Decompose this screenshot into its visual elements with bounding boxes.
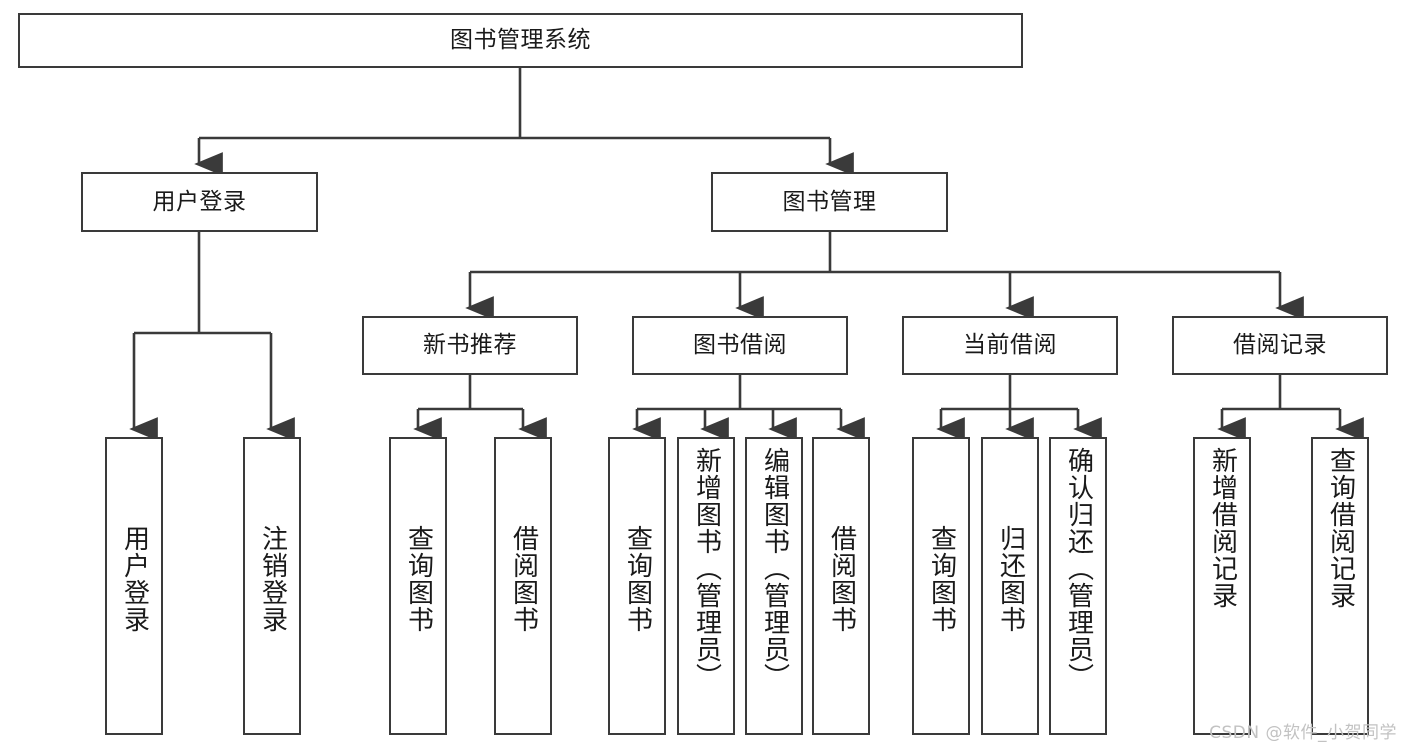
node-label: 用户登录 xyxy=(119,525,150,633)
node-leaf-user-login[interactable]: 用户登录 xyxy=(105,437,163,735)
node-book-borrow[interactable]: 图书借阅 xyxy=(632,316,848,375)
node-leaf-edit-book-admin[interactable]: 编辑图书（管理员） xyxy=(745,437,803,735)
node-label: 图书管理 xyxy=(782,188,877,215)
node-label: 新增借阅记录 xyxy=(1207,447,1238,609)
node-leaf-query-borrow-record[interactable]: 查询借阅记录 xyxy=(1311,437,1369,735)
node-borrow-record[interactable]: 借阅记录 xyxy=(1172,316,1388,375)
node-label: 当前借阅 xyxy=(963,332,1057,359)
node-label: 新书推荐 xyxy=(423,332,517,359)
node-label: 查询借阅记录 xyxy=(1325,447,1356,609)
node-current-borrow[interactable]: 当前借阅 xyxy=(902,316,1118,375)
node-leaf-borrow-book[interactable]: 借阅图书 xyxy=(812,437,870,735)
node-leaf-add-borrow-record[interactable]: 新增借阅记录 xyxy=(1193,437,1251,735)
node-label: 借阅图书 xyxy=(826,525,857,633)
node-leaf-query-book-current[interactable]: 查询图书 xyxy=(912,437,970,735)
node-label: 查询图书 xyxy=(622,525,653,633)
node-root-book-management-system[interactable]: 图书管理系统 xyxy=(18,13,1023,68)
node-new-book-recommend[interactable]: 新书推荐 xyxy=(362,316,578,375)
node-leaf-add-book-admin[interactable]: 新增图书（管理员） xyxy=(677,437,735,735)
node-label: 归还图书 xyxy=(995,525,1026,633)
node-leaf-logout[interactable]: 注销登录 xyxy=(243,437,301,735)
node-label: 注销登录 xyxy=(257,525,288,633)
node-label: 借阅图书 xyxy=(508,525,539,633)
node-leaf-query-book-borrow[interactable]: 查询图书 xyxy=(608,437,666,735)
node-leaf-confirm-return-admin[interactable]: 确认归还（管理员） xyxy=(1049,437,1107,735)
node-label: 查询图书 xyxy=(926,525,957,633)
node-label: 编辑图书（管理员） xyxy=(759,447,790,690)
node-label: 借阅记录 xyxy=(1233,332,1327,359)
node-label: 确认归还（管理员） xyxy=(1063,447,1094,690)
node-book-management[interactable]: 图书管理 xyxy=(711,172,948,232)
node-label: 图书管理系统 xyxy=(450,27,591,54)
node-leaf-return-book[interactable]: 归还图书 xyxy=(981,437,1039,735)
node-label: 新增图书（管理员） xyxy=(691,447,722,690)
node-label: 图书借阅 xyxy=(693,332,787,359)
node-label: 查询图书 xyxy=(403,525,434,633)
node-leaf-query-book-newbook[interactable]: 查询图书 xyxy=(389,437,447,735)
node-label: 用户登录 xyxy=(152,188,247,215)
node-leaf-borrow-book-newbook[interactable]: 借阅图书 xyxy=(494,437,552,735)
node-user-login[interactable]: 用户登录 xyxy=(81,172,318,232)
watermark: CSDN @软件_小贺同学 xyxy=(1209,723,1397,743)
